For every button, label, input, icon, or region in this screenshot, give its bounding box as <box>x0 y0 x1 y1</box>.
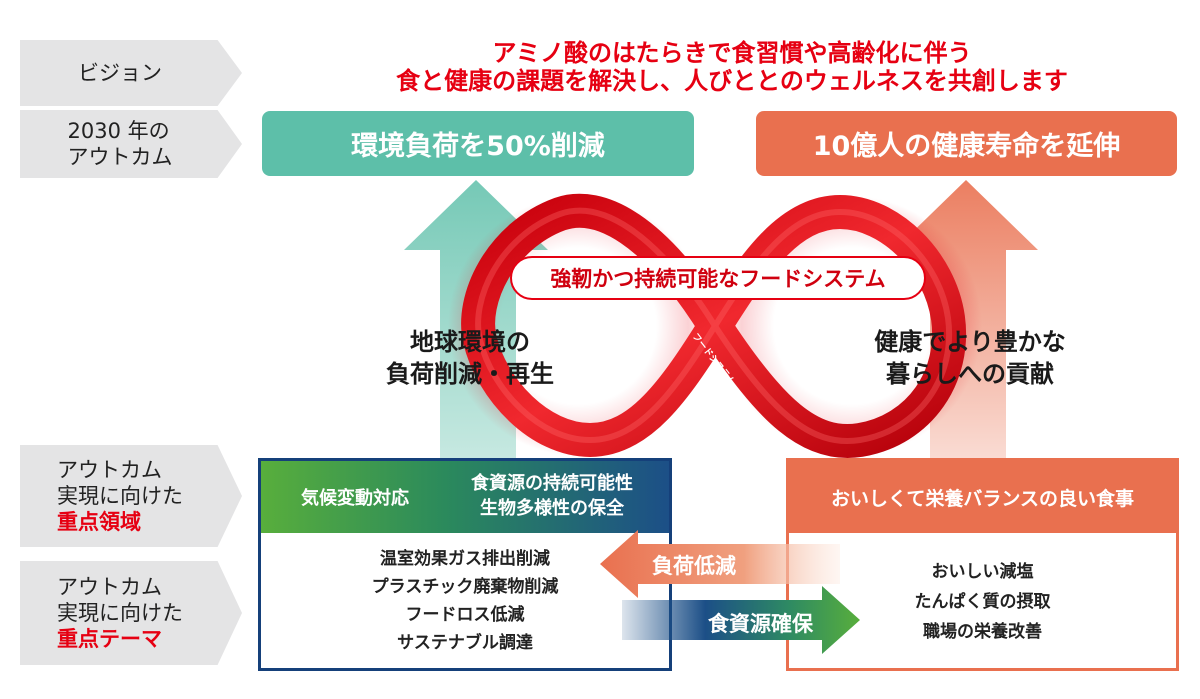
label-focus-theme-line3: 重点テーマ <box>57 627 162 651</box>
vision-line-1: アミノ酸のはたらきで食習慣や高齢化に伴う <box>492 39 972 67</box>
arrow-load-reduction-label: 負荷低減 <box>652 554 736 578</box>
food-system-pill: 強靭かつ持続可能なフードシステム <box>510 256 926 300</box>
focus-food-resources: 食資源の持続可能性 生物多様性の保全 <box>447 471 657 521</box>
theme-list-health: おいしい減塩 たんぱく質の摂取 職場の栄養改善 <box>789 557 1176 647</box>
focus-nutrition: おいしくて栄養バランスの良い食事 <box>789 461 1176 533</box>
focus-climate: 気候変動対応 <box>301 488 409 509</box>
label-focus-area-line3: 重点領域 <box>57 510 141 534</box>
focus-box-environment-head: 気候変動対応 食資源の持続可能性 生物多様性の保全 <box>261 461 669 533</box>
theme-list-environment: 温室効果ガス排出削減 プラスチック廃棄物削減 フードロス低減 サステナブル調達 <box>261 545 669 657</box>
label-outcome-text: 2030 年の アウトカム <box>68 118 173 170</box>
outcome-health: 10億人の健康寿命を延伸 <box>756 111 1177 176</box>
label-focus-area: アウトカム 実現に向けた 重点領域 <box>20 445 242 547</box>
label-focus-theme-line1: アウトカム <box>57 575 162 599</box>
outcome-environment: 環境負荷を50%削減 <box>262 111 694 176</box>
label-focus-theme-line2: 実現に向けた <box>57 601 183 625</box>
label-healthy-life-line1: 健康でより豊かな <box>874 328 1066 356</box>
label-vision: ビジョン <box>20 40 242 106</box>
vision-line-2: 食と健康の課題を解決し、人びととのウェルネスを共創します <box>396 67 1068 95</box>
exchange-arrows <box>600 530 860 654</box>
theme-item: 温室効果ガス排出削減 <box>380 549 550 569</box>
label-focus-area-text: アウトカム 実現に向けた 重点領域 <box>57 457 183 535</box>
focus-food-resources-line1: 食資源の持続可能性 <box>471 473 633 494</box>
arrow-food-security-label: 食資源確保 <box>708 612 813 636</box>
label-focus-theme: アウトカム 実現に向けた 重点テーマ <box>20 561 242 665</box>
arrow-load-reduction <box>600 530 840 598</box>
label-focus-area-line1: アウトカム <box>57 458 162 482</box>
theme-item: たんぱく質の摂取 <box>914 592 1051 612</box>
label-healthy-life: 健康でより豊かな 暮らしへの貢献 <box>860 326 1080 390</box>
label-outcome: 2030 年の アウトカム <box>20 110 242 178</box>
infinity-ribbon-highlight <box>475 207 953 444</box>
label-focus-area-line2: 実現に向けた <box>57 484 183 508</box>
infinity-ribbon-outer <box>461 193 967 458</box>
label-earth-environment-line2: 負荷削減・再生 <box>386 360 554 388</box>
label-outcome-line1: 2030 年の <box>67 119 170 143</box>
label-outcome-line2: アウトカム <box>67 145 173 169</box>
label-earth-environment-line1: 地球環境の <box>410 328 530 356</box>
theme-item: サステナブル調達 <box>397 633 533 653</box>
theme-item: 職場の栄養改善 <box>923 622 1042 642</box>
focus-food-resources-line2: 生物多様性の保全 <box>480 498 624 519</box>
theme-item: フードロス低減 <box>405 605 525 625</box>
label-earth-environment: 地球環境の 負荷削減・再生 <box>360 326 580 390</box>
focus-box-health: おいしくて栄養バランスの良い食事 おいしい減塩 たんぱく質の摂取 職場の栄養改善 <box>786 458 1179 671</box>
theme-item: おいしい減塩 <box>931 562 1034 582</box>
label-focus-theme-text: アウトカム 実現に向けた 重点テーマ <box>57 574 183 652</box>
label-healthy-life-line2: 暮らしへの貢献 <box>886 360 1054 388</box>
arrow-food-security <box>622 586 860 654</box>
theme-item: プラスチック廃棄物削減 <box>371 577 559 597</box>
label-vision-text: ビジョン <box>78 61 162 85</box>
